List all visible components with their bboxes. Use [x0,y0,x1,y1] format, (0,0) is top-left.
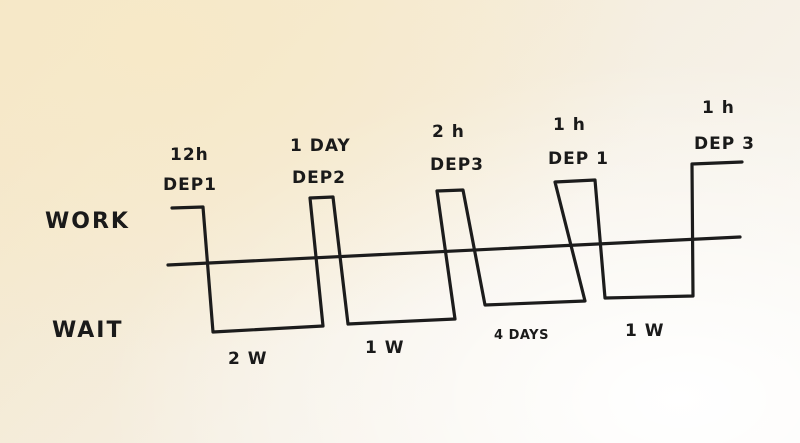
wait-period-2-duration: 1 W [365,338,405,358]
work-period-5-department: DEP 3 [694,134,755,154]
timeline-axis [166,235,742,267]
wait-period-4-duration: 1 W [625,321,665,341]
work-period-5-duration: 1 h [702,98,735,118]
work-period-1-department: DEP1 [163,175,217,195]
work-period-3-department: DEP3 [430,155,484,175]
work-wait-waveform [170,160,744,334]
work-period-4-duration: 1 h [553,115,586,135]
work-period-1-duration: 12h [170,145,209,165]
work-period-4-department: DEP 1 [548,149,609,169]
work-row-label: WORK [45,209,130,234]
wait-row-label: WAIT [52,318,124,343]
work-period-2-duration: 1 DAY [290,136,351,156]
wait-period-1-duration: 2 W [228,349,268,369]
work-period-2-department: DEP2 [292,168,346,188]
work-period-3-duration: 2 h [432,122,465,142]
wait-period-3-duration: 4 DAYS [494,328,549,343]
